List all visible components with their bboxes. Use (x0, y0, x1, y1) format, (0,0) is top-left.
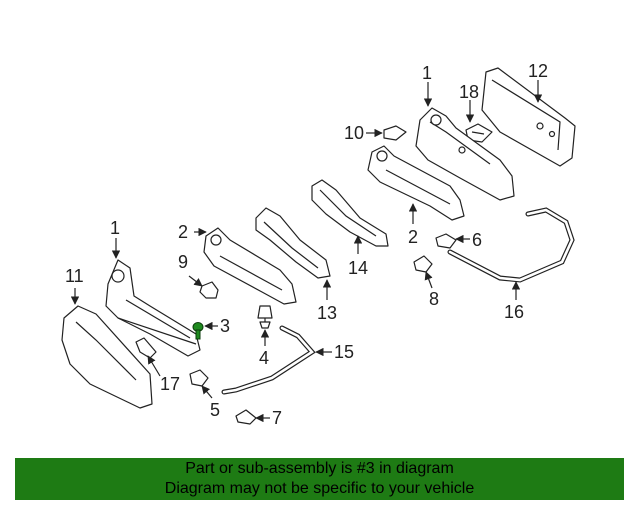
part-11-side-cover (61, 305, 153, 409)
part-5-cap (189, 369, 209, 387)
info-banner: Part or sub-assembly is #3 in diagram Di… (15, 458, 624, 500)
part-1-lower-adjuster (105, 259, 201, 357)
callout-2-upper: 2 (408, 227, 418, 247)
parts-diagram: 1 12 18 10 2 14 6 8 16 13 2 9 1 11 3 4 1… (61, 61, 576, 428)
callout-14: 14 (348, 258, 368, 278)
part-14-side-shield (311, 179, 389, 247)
callout-11: 11 (65, 266, 84, 286)
part-7-cap (235, 409, 257, 425)
part-9-block (199, 281, 219, 299)
part-2-lower-track (203, 227, 297, 305)
callout-1-lower: 1 (110, 218, 120, 238)
part-17-knob (135, 337, 157, 359)
part-8-cap (413, 255, 433, 273)
callout-3[interactable]: 3 (220, 316, 230, 336)
callout-17: 17 (160, 374, 180, 394)
callout-2-lower: 2 (178, 222, 188, 242)
callout-13: 13 (317, 303, 337, 323)
callout-1-upper: 1 (422, 63, 432, 83)
callout-16: 16 (504, 302, 524, 322)
part-10-clip (383, 125, 407, 141)
callout-8: 8 (429, 289, 439, 309)
callout-9: 9 (178, 252, 188, 272)
leader-lines (70, 80, 543, 423)
part-6-cap (435, 233, 457, 249)
part-2-upper-track (367, 145, 465, 221)
callout-numbers: 1 12 18 10 2 14 6 8 16 13 2 9 1 11 3 4 1… (65, 61, 548, 428)
part-4-bolt (257, 305, 273, 329)
callout-5: 5 (210, 400, 220, 420)
callout-15: 15 (334, 342, 354, 362)
part-16-wire (447, 207, 575, 283)
part-12-cover-panel (481, 67, 576, 167)
callout-4: 4 (259, 348, 269, 368)
callout-6: 6 (472, 230, 482, 250)
part-3-bolt-highlighted[interactable] (192, 322, 204, 340)
banner-line-2: Diagram may not be specific to your vehi… (164, 480, 475, 497)
banner-line-1: Part or sub-assembly is #3 in diagram (185, 460, 454, 477)
callout-12: 12 (528, 61, 548, 81)
part-15-wire (221, 325, 316, 395)
callout-18: 18 (459, 82, 479, 102)
part-13-side-shield (255, 207, 331, 279)
callout-7: 7 (272, 408, 282, 428)
callout-10: 10 (344, 123, 364, 143)
part-1-upper-adjuster (415, 107, 515, 201)
